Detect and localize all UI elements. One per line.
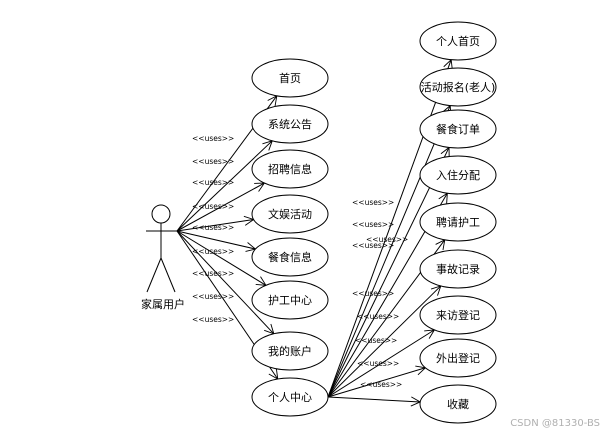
use-case-checkin-assign: 入住分配: [419, 155, 497, 195]
use-case-label: 聘请护工: [436, 215, 480, 229]
use-case-ellipse: [251, 377, 329, 417]
uses-label: <<uses>>: [357, 312, 399, 321]
use-case-meal-info: 餐食信息: [251, 237, 329, 277]
use-case-home: 首页: [251, 58, 329, 98]
uses-label: <<uses>>: [192, 223, 234, 232]
use-case-label: 系统公告: [268, 118, 312, 131]
uses-label: <<uses>>: [357, 359, 399, 368]
use-case-label: 餐食订单: [436, 122, 480, 136]
use-case-ellipse: [251, 194, 329, 234]
uses-label: <<uses>>: [352, 241, 394, 250]
use-case-ellipse: [251, 280, 329, 320]
use-case-ellipse: [251, 149, 329, 189]
uses-label: <<uses>>: [192, 134, 234, 143]
uses-edge-my-account: [176, 230, 274, 334]
use-case-label: 事故记录: [436, 262, 480, 276]
uses-label: <<uses>>: [352, 220, 394, 229]
uses-edge-meal-info: [176, 230, 255, 249]
use-case-ellipse: [419, 384, 497, 424]
use-case-profile-home: 个人首页: [419, 21, 497, 61]
uses-label: <<uses>>: [366, 235, 408, 244]
uses-edge-care-center: [176, 230, 266, 285]
uses-edge-accident-record: [327, 286, 441, 398]
use-case-label: 活动报名(老人): [421, 80, 496, 94]
use-case-label: 来访登记: [436, 308, 480, 322]
use-case-label: 个人首页: [436, 34, 480, 48]
use-case-label: 招聘信息: [268, 162, 312, 176]
use-case-my-account: 我的账户: [251, 331, 329, 371]
uses-label: <<uses>>: [192, 315, 234, 324]
uses-edge-outing-register: [327, 368, 425, 398]
use-case-label: 文娱活动: [268, 207, 312, 221]
use-case-personal-center: 个人中心: [251, 377, 329, 417]
actor-label: 家属用户: [141, 297, 185, 311]
uses-label: <<uses>>: [352, 289, 394, 298]
use-case-favorites: 收藏: [419, 384, 497, 424]
uses-label: <<uses>>: [192, 178, 234, 187]
use-case-activity-signup: 活动报名(老人): [419, 67, 497, 107]
use-case-label: 入住分配: [436, 168, 480, 182]
uses-label: <<uses>>: [192, 202, 234, 211]
use-case-meal-order: 餐食订单: [419, 109, 497, 149]
uses-label: <<uses>>: [192, 269, 234, 278]
use-case-ellipse: [419, 295, 497, 335]
use-case-ellipse: [419, 155, 497, 195]
use-case-entertain: 文娱活动: [251, 194, 329, 234]
use-case-hire-carer: 聘请护工: [419, 202, 497, 242]
use-case-recruit: 招聘信息: [251, 149, 329, 189]
uses-label: <<uses>>: [352, 198, 394, 207]
uses-label: <<uses>>: [360, 380, 402, 389]
use-case-label: 外出登记: [436, 351, 480, 365]
uses-edge-activity-signup: [327, 106, 450, 398]
uses-edge-notice: [176, 141, 272, 232]
uses-edge-favorites: [327, 397, 420, 402]
use-case-label: 护工中心: [268, 293, 312, 307]
use-case-notice: 系统公告: [251, 104, 329, 144]
actor-figure: [146, 204, 177, 293]
use-case-ellipse: [251, 104, 329, 144]
use-case-ellipse: [419, 249, 497, 289]
use-case-ellipse: [419, 21, 497, 61]
use-case-ellipse: [419, 338, 497, 378]
uses-label: <<uses>>: [192, 247, 234, 256]
use-case-ellipse: [419, 67, 497, 107]
use-case-ellipse: [251, 331, 329, 371]
uses-label: <<uses>>: [192, 292, 234, 301]
use-case-care-center: 护工中心: [251, 280, 329, 320]
use-case-ellipse: [419, 109, 497, 149]
use-case-visit-register: 来访登记: [419, 295, 497, 335]
use-case-ellipse: [419, 202, 497, 242]
uses-edge-meal-order: [327, 147, 449, 398]
use-case-label: 餐食信息: [268, 250, 312, 264]
use-case-label: 我的账户: [268, 344, 312, 358]
use-case-ellipse: [251, 237, 329, 277]
uses-edge-entertain: [176, 219, 254, 232]
uses-edge-visit-register: [327, 330, 434, 398]
uses-edge-recruit: [176, 183, 264, 232]
watermark-text: CSDN @81330-BS: [510, 418, 600, 429]
use-case-ellipse: [251, 58, 329, 98]
use-case-outing-register: 外出登记: [419, 338, 497, 378]
uses-label: <<uses>>: [192, 157, 234, 166]
uses-label: <<uses>>: [355, 336, 397, 345]
use-case-label: 首页: [279, 71, 301, 85]
use-case-accident-record: 事故记录: [419, 249, 497, 289]
use-case-label: 收藏: [447, 397, 469, 411]
use-case-label: 个人中心: [268, 391, 312, 404]
